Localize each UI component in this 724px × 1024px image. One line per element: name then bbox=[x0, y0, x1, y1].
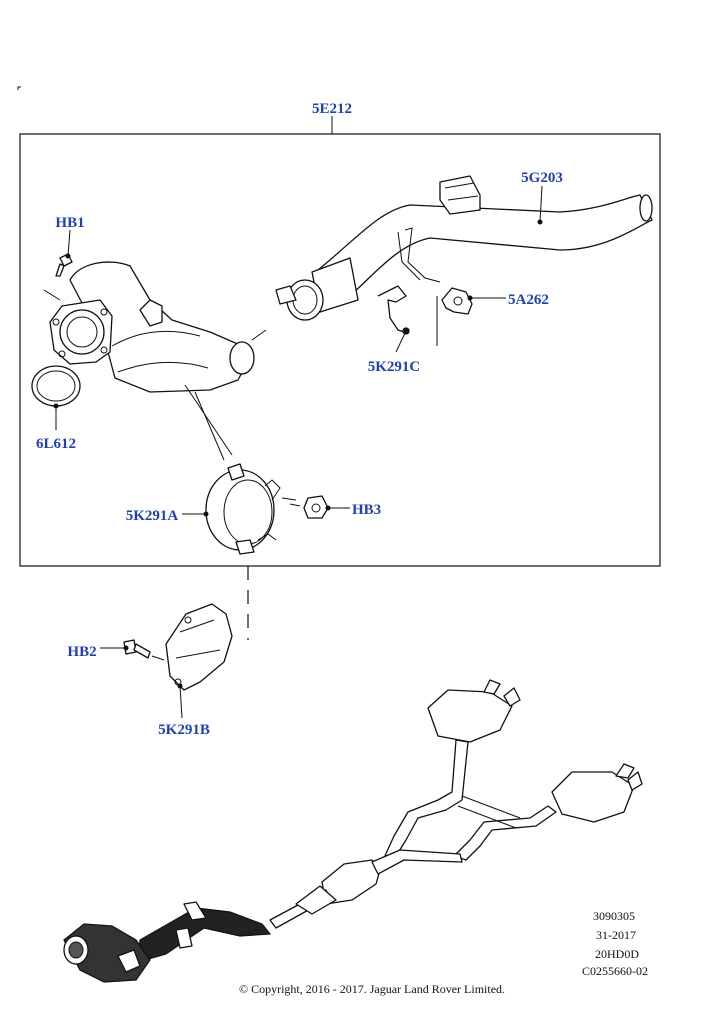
shield-leader bbox=[179, 685, 183, 719]
cat-clamp-line-2 bbox=[194, 391, 225, 461]
clamp-c-leader bbox=[395, 330, 407, 353]
bracket-dot bbox=[467, 295, 473, 301]
gasket-dot bbox=[53, 403, 59, 409]
reference-line-1: 3090305 bbox=[593, 909, 635, 923]
exhaust-system-overview bbox=[63, 679, 643, 983]
nut-hb3[interactable] bbox=[303, 495, 329, 519]
catalytic-converter[interactable] bbox=[49, 261, 255, 393]
pipe-dot bbox=[537, 219, 543, 225]
reference-line-4: C0255660-02 bbox=[582, 964, 648, 978]
callout-5k291c: 5K291C bbox=[368, 359, 421, 375]
heat-shield-b[interactable] bbox=[165, 603, 233, 691]
clamp-a-dot bbox=[203, 511, 209, 517]
assembly-frame bbox=[19, 133, 661, 567]
clamp-c-dot bbox=[403, 328, 409, 334]
callout-5g203: 5G203 bbox=[521, 170, 563, 186]
cat-to-pipe-dash bbox=[251, 329, 267, 341]
hanger-bracket[interactable] bbox=[441, 287, 473, 315]
callout-5e212: 5E212 bbox=[312, 101, 352, 117]
callout-hb2: HB2 bbox=[67, 644, 96, 660]
callout-hb3: HB3 bbox=[352, 502, 381, 518]
callout-5k291a: 5K291A bbox=[126, 508, 179, 524]
callout-5k291b: 5K291B bbox=[158, 722, 210, 738]
hb2-dash bbox=[151, 655, 165, 661]
shield-dot bbox=[177, 683, 183, 689]
clamp-c[interactable] bbox=[377, 285, 410, 335]
reference-line-2: 31-2017 bbox=[596, 928, 636, 942]
cat-clamp-line-1 bbox=[184, 384, 233, 456]
callout-6l612: 6L612 bbox=[36, 436, 76, 452]
gasket[interactable] bbox=[31, 365, 81, 407]
copyright-text: © Copyright, 2016 - 2017. Jaguar Land Ro… bbox=[239, 982, 505, 996]
hb1-dot bbox=[65, 253, 71, 259]
front-pipe[interactable] bbox=[275, 175, 653, 321]
hb3-dot bbox=[325, 505, 331, 511]
reference-line-3: 20HD0D bbox=[595, 947, 639, 961]
callout-hb1: HB1 bbox=[55, 215, 84, 231]
clamp-a[interactable] bbox=[205, 463, 281, 555]
hb1-leader bbox=[67, 229, 71, 257]
callout-5a262: 5A262 bbox=[508, 292, 549, 308]
corner-mark bbox=[17, 86, 21, 90]
hb2-dot bbox=[123, 645, 129, 651]
hb1-dash bbox=[43, 289, 61, 301]
pipe-leader bbox=[539, 185, 543, 223]
hb3-dash bbox=[281, 497, 301, 507]
